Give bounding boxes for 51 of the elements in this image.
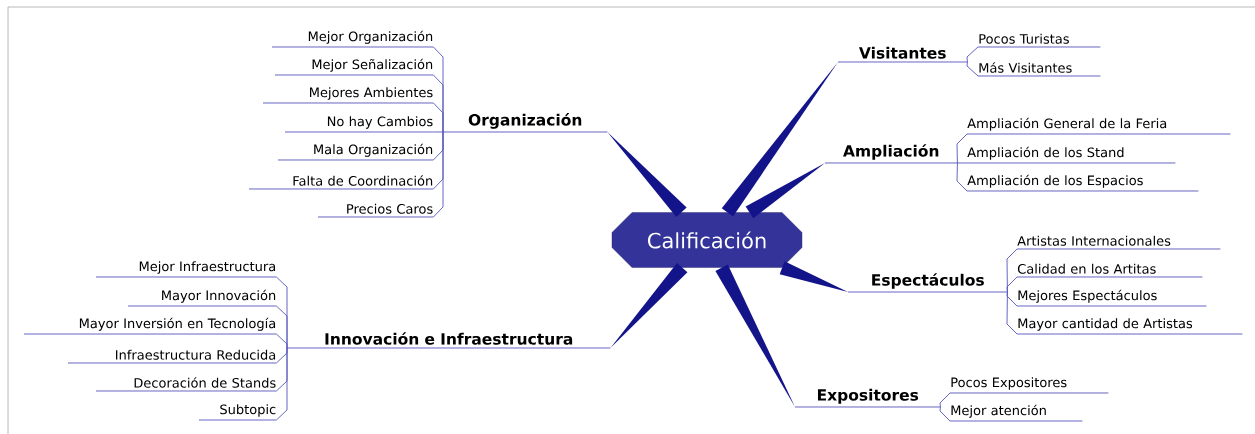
subtopic-label: Mejor atención — [949, 404, 1083, 422]
branch-line — [432, 102, 444, 133]
topic-label: Espectáculos — [847, 273, 1008, 293]
subtopic-label: Falta de Coordinación — [248, 175, 434, 190]
branch-wedge — [721, 62, 838, 217]
topic-label: Expositores — [794, 388, 941, 408]
branch-line — [1006, 291, 1018, 335]
subtopic-label: Artistas Internacionales — [1016, 235, 1221, 250]
branch-line — [939, 392, 951, 408]
branch-wedge — [610, 263, 688, 348]
subtopic-label: Infraestructura Reducida — [67, 349, 277, 364]
subtopic-label: Ampliación de los Stand — [966, 146, 1176, 164]
subtopic-label: Mayor Innovación — [127, 289, 277, 307]
branch-line — [275, 333, 288, 349]
topic-label: Visitantes — [837, 46, 968, 63]
subtopic-label: Mayor cantidad de Artistas — [1016, 318, 1243, 335]
branch-line — [966, 46, 979, 63]
subtopic-label: Precios Caros — [317, 203, 434, 218]
branch-line — [432, 131, 444, 133]
branch-wedge — [607, 132, 687, 218]
subtopic-label: Decoración de Stands — [95, 377, 277, 392]
branch-line — [956, 162, 968, 164]
topic-label: Innovación e Infraestructura — [286, 332, 611, 349]
branch-line — [275, 347, 288, 421]
central-topic-box: Calificación — [611, 212, 803, 268]
subtopic-label: Mejor Organización — [271, 30, 434, 48]
branch-line — [966, 61, 979, 77]
subtopic-label: Mejor Infraestructura — [95, 261, 277, 278]
subtopic-label: Ampliación General de la Feria — [966, 117, 1231, 135]
subtopic-label: Ampliación de los Espacios — [966, 174, 1199, 192]
subtopic-label: Mejores Espectáculos — [1016, 289, 1207, 307]
subtopic-label: Subtopic — [198, 404, 277, 421]
branch-line — [939, 406, 951, 422]
subtopic-label: Más Visitantes — [977, 62, 1101, 77]
branch-line — [432, 131, 444, 218]
subtopic-label: No hay Cambios — [284, 116, 434, 133]
branch-wedge — [779, 261, 848, 292]
branch-line — [1006, 276, 1018, 293]
branch-line — [956, 162, 968, 192]
subtopic-label: Pocos Turistas — [977, 33, 1101, 48]
subtopic-label: Mejor Señalización — [274, 58, 434, 76]
branch-line — [1006, 291, 1018, 307]
branch-line — [956, 133, 968, 164]
subtopic-label: Mayor Inversión en Tecnología — [23, 317, 277, 335]
subtopic-label: Calidad en los Artitas — [1016, 263, 1203, 278]
topic-label: Ampliación — [824, 144, 958, 164]
subtopic-label: Pocos Expositores — [949, 377, 1109, 394]
branch-wedge — [745, 163, 825, 219]
subtopic-label: Mejores Ambientes — [262, 87, 434, 104]
subtopic-label: Mala Organización — [277, 143, 434, 161]
topic-label: Organización — [442, 113, 608, 133]
